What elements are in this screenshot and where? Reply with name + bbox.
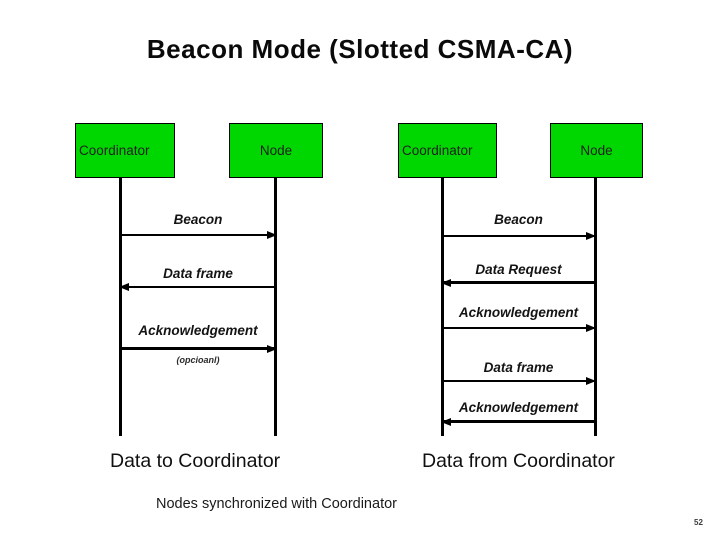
message-label-beacon-right: Beacon	[494, 212, 543, 227]
message-arrow-acknowledgement-right-2	[443, 420, 594, 423]
actor-box-coordinator-right: Coordinator	[398, 123, 497, 178]
message-label-data-request: Data Request	[475, 262, 562, 277]
message-arrow-data-request	[443, 281, 594, 284]
actor-box-coordinator-left: Coordinator	[75, 123, 175, 178]
actor-box-node-left: Node	[229, 123, 323, 178]
message-label-acknowledgement-right-1: Acknowledgement	[458, 305, 579, 320]
message-label-data-frame-left: Data frame	[163, 266, 233, 281]
message-arrow-beacon-left	[121, 234, 275, 236]
message-arrow-data-frame-right	[443, 380, 594, 382]
slide-title: Beacon Mode (Slotted CSMA-CA)	[146, 34, 574, 64]
lifeline-coordinator-left	[119, 178, 122, 436]
optional-note: (opcioanl)	[176, 355, 220, 365]
lifeline-node-left	[274, 178, 277, 436]
actor-box-node-right: Node	[550, 123, 643, 178]
message-label-acknowledgement-left: Acknowledgement	[138, 323, 258, 338]
lifeline-node-right	[594, 178, 597, 436]
message-arrow-acknowledgement-left	[121, 347, 275, 350]
message-arrow-data-frame-left	[121, 286, 275, 288]
diagram-caption-left: Data to Coordinator	[110, 450, 281, 472]
diagram-caption-right: Data from Coordinator	[422, 450, 615, 472]
page-number: 52	[694, 518, 703, 527]
message-arrow-acknowledgement-right-1	[443, 327, 594, 329]
lifeline-coordinator-right	[441, 178, 444, 436]
footer-note: Nodes synchronized with Coordinator	[156, 496, 397, 512]
message-label-beacon-left: Beacon	[173, 212, 223, 227]
message-label-data-frame-right: Data frame	[483, 360, 554, 375]
message-label-acknowledgement-right-2: Acknowledgement	[458, 400, 579, 415]
message-arrow-beacon-right	[443, 235, 594, 237]
